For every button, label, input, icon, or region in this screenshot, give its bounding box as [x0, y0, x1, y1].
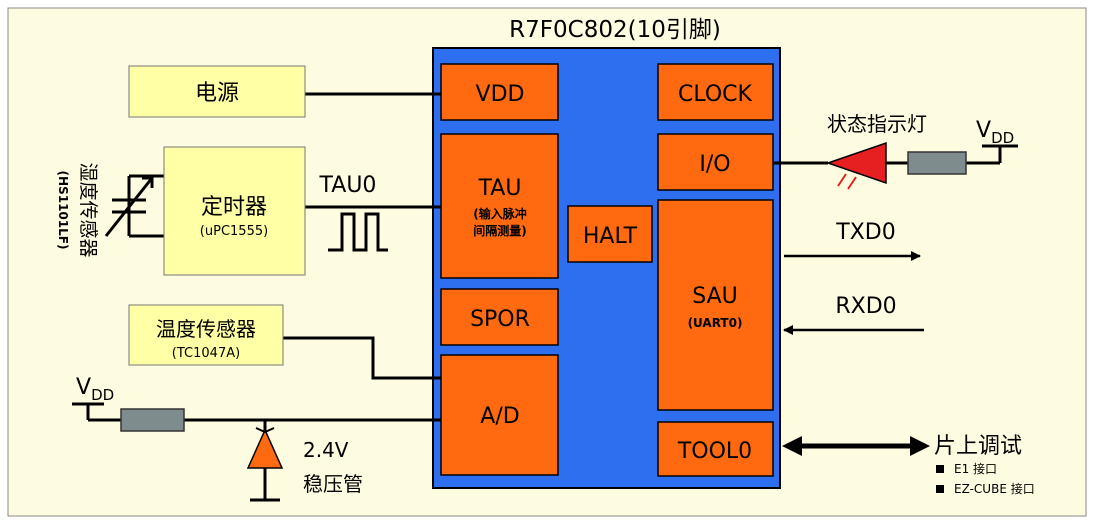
tau-block-label: TAU — [478, 176, 522, 201]
clock-block-label: CLOCK — [678, 82, 753, 107]
zener-cathode — [255, 427, 275, 434]
ad-block-label: A/D — [480, 404, 519, 429]
led-light-rays-icon — [837, 173, 857, 190]
txd0-label: TXD0 — [835, 220, 895, 245]
chip-title: R7F0C802(10引脚) — [509, 17, 721, 43]
power-label: 电源 — [195, 81, 239, 106]
temp-wire — [283, 336, 441, 380]
led-resistor — [907, 151, 967, 175]
sau-block-sublabel: (UART0) — [688, 316, 743, 330]
variable-capacitor-icon — [104, 176, 154, 237]
spor-block — [440, 288, 559, 346]
io-block — [657, 133, 774, 191]
debug-label: 片上调试 — [934, 434, 1022, 459]
timer-box — [163, 146, 306, 276]
sau-block-label: SAU — [692, 284, 738, 309]
humidity-sensor-label: 湿度传感器 — [77, 162, 99, 257]
bullet-icon — [936, 485, 944, 493]
status-led-icon — [825, 141, 887, 185]
tool-block — [657, 421, 774, 477]
ad-block — [440, 354, 559, 476]
rxd0-label: RXD0 — [835, 294, 896, 319]
temp-sensor-sublabel: (TC1047A) — [172, 346, 240, 361]
adc-resistor — [120, 408, 185, 432]
tau0-label: TAU0 — [319, 173, 377, 198]
humidity-sensor-sublabel: (HS1101LF) — [56, 171, 70, 250]
zener-label: 稳压管 — [303, 472, 363, 496]
timer-sublabel: (uPC1555) — [200, 224, 268, 239]
zener-voltage-label: 2.4V — [303, 438, 349, 462]
halt-block-label: HALT — [583, 224, 638, 249]
tau-block — [440, 133, 559, 279]
tool-block-label: TOOL0 — [677, 439, 752, 464]
vdd-left-label: VDD — [76, 375, 114, 404]
vdd-block-label: VDD — [476, 82, 525, 107]
zener-diode-icon — [246, 428, 284, 469]
timer-label: 定时器 — [201, 195, 267, 220]
spor-block-label: SPOR — [470, 307, 530, 332]
status-led-label: 状态指示灯 — [827, 112, 927, 136]
tau-block-sublabel-1: (输入脉冲 — [473, 206, 527, 221]
vdd-right-label: VDD — [976, 118, 1014, 147]
debug-option-e1: E1 接口 — [954, 461, 997, 476]
io-block-label: I/O — [699, 152, 730, 177]
debug-double-arrow — [782, 436, 930, 456]
clock-block — [657, 63, 774, 121]
power-box — [128, 65, 306, 118]
temp-sensor-box — [128, 304, 284, 366]
tau-block-sublabel-2: 间隔测量) — [473, 223, 527, 238]
debug-option-ezcube: EZ-CUBE 接口 — [954, 481, 1035, 496]
bullet-icon — [936, 465, 944, 473]
pulse-waveform-icon — [328, 212, 388, 252]
temp-sensor-label: 温度传感器 — [156, 317, 256, 341]
vdd-block — [440, 63, 559, 121]
sau-block — [657, 199, 774, 411]
halt-block — [567, 205, 653, 263]
